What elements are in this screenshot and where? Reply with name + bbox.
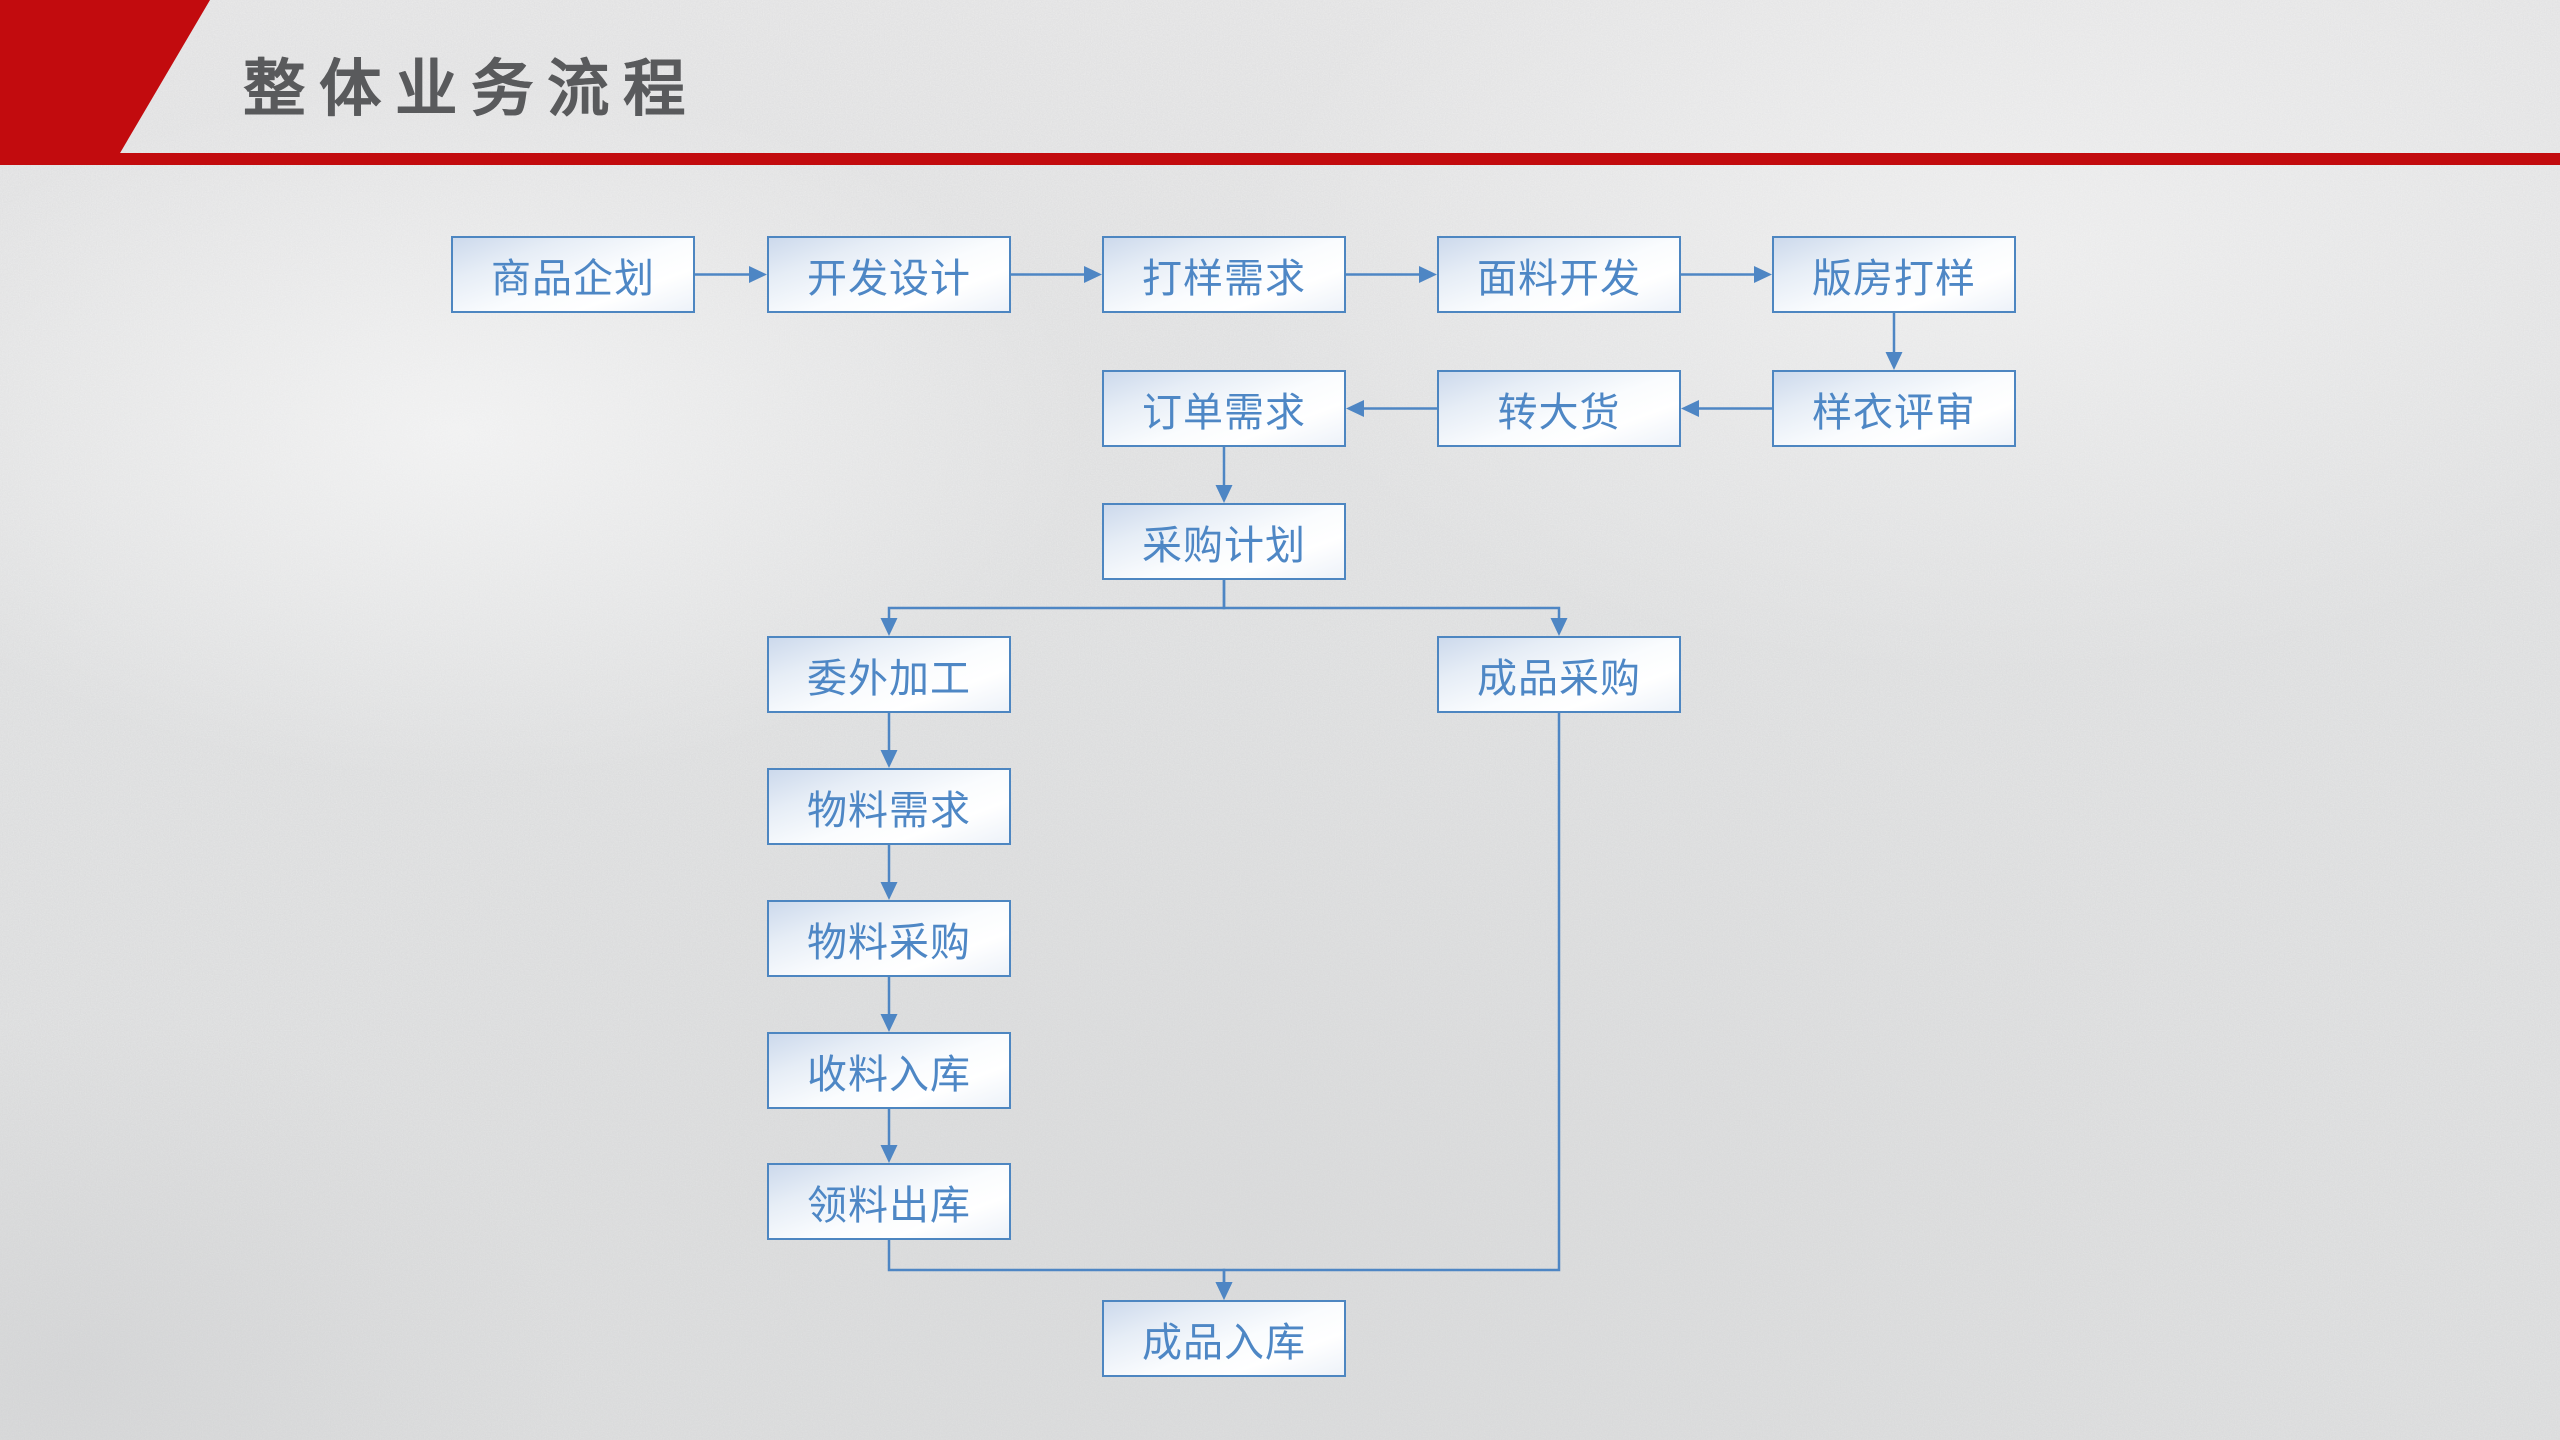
slide-title: 整体业务流程 (243, 55, 700, 124)
flow-node-finished-goods-purchase: 成品采购 (1437, 636, 1681, 713)
flow-node-order-demand: 订单需求 (1102, 370, 1346, 447)
flow-node-transfer-to-bulk: 转大货 (1437, 370, 1681, 447)
flow-node-sample-review: 样衣评审 (1772, 370, 2016, 447)
red-divider-line (0, 153, 2560, 165)
flow-node-material-issue-out: 领料出库 (767, 1163, 1011, 1240)
flow-node-product-planning: 商品企划 (451, 236, 695, 313)
flow-node-outsourced-processing: 委外加工 (767, 636, 1011, 713)
flow-node-sample-request: 打样需求 (1102, 236, 1346, 313)
flow-node-pattern-room-sampling: 版房打样 (1772, 236, 2016, 313)
flow-node-finished-goods-in: 成品入库 (1102, 1300, 1346, 1377)
flow-node-purchase-plan: 采购计划 (1102, 503, 1346, 580)
flow-node-fabric-development: 面料开发 (1437, 236, 1681, 313)
flow-node-material-receipt-in: 收料入库 (767, 1032, 1011, 1109)
flow-node-material-demand: 物料需求 (767, 768, 1011, 845)
flow-node-material-purchase: 物料采购 (767, 900, 1011, 977)
flow-node-develop-design: 开发设计 (767, 236, 1011, 313)
